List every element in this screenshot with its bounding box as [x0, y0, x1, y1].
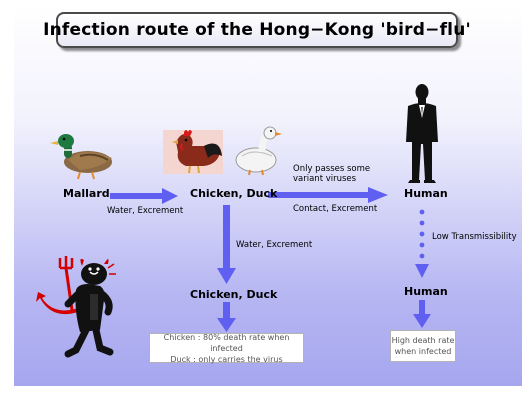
dot-5	[420, 254, 425, 259]
duck-icon	[50, 132, 120, 182]
dot-1	[420, 210, 425, 215]
note-chicken-line-1: Chicken : 80% death rate when infected	[150, 332, 303, 354]
man-silhouette-icon	[402, 84, 442, 184]
rooster-icon	[164, 128, 224, 174]
edge-label-chicken-down: Water, Excrement	[236, 240, 312, 250]
node-human-top: Human	[404, 187, 448, 200]
node-human-bottom: Human	[404, 285, 448, 298]
note-human-line-1: High death rate	[391, 335, 455, 346]
devil-icon	[32, 250, 117, 360]
dot-3	[420, 232, 425, 237]
dot-2	[420, 221, 425, 226]
note-chicken-line-2: Duck : only carries the virus	[150, 354, 303, 365]
note-human-death-rate: High death rate when infected	[390, 330, 456, 362]
note-human-line-2: when infected	[391, 346, 455, 357]
edge-label-variant-note: Only passes some variant viruses	[293, 164, 375, 184]
arrow-chicken-to-human	[268, 187, 388, 203]
node-mallard: Mallard	[63, 187, 110, 200]
node-chicken-duck-top: Chicken, Duck	[190, 187, 277, 200]
edge-label-chicken-to-human: Contact, Excrement	[293, 204, 377, 214]
white-duck-icon	[232, 126, 284, 176]
arrow-chicken-down	[217, 205, 236, 284]
node-chicken-duck-bottom: Chicken, Duck	[190, 288, 277, 301]
arrow-human-to-note	[413, 300, 431, 328]
edge-label-mallard-to-chicken: Water, Excrement	[107, 206, 183, 216]
dot-4	[420, 243, 425, 248]
edge-label-human-down: Low Transmissibility	[432, 232, 517, 242]
arrow-mallard-to-chicken	[110, 188, 178, 204]
arrow-chicken-to-note	[217, 302, 236, 332]
note-chicken-death-rate: Chicken : 80% death rate when infected D…	[149, 333, 304, 363]
arrow-human-dotted-head	[415, 264, 429, 278]
